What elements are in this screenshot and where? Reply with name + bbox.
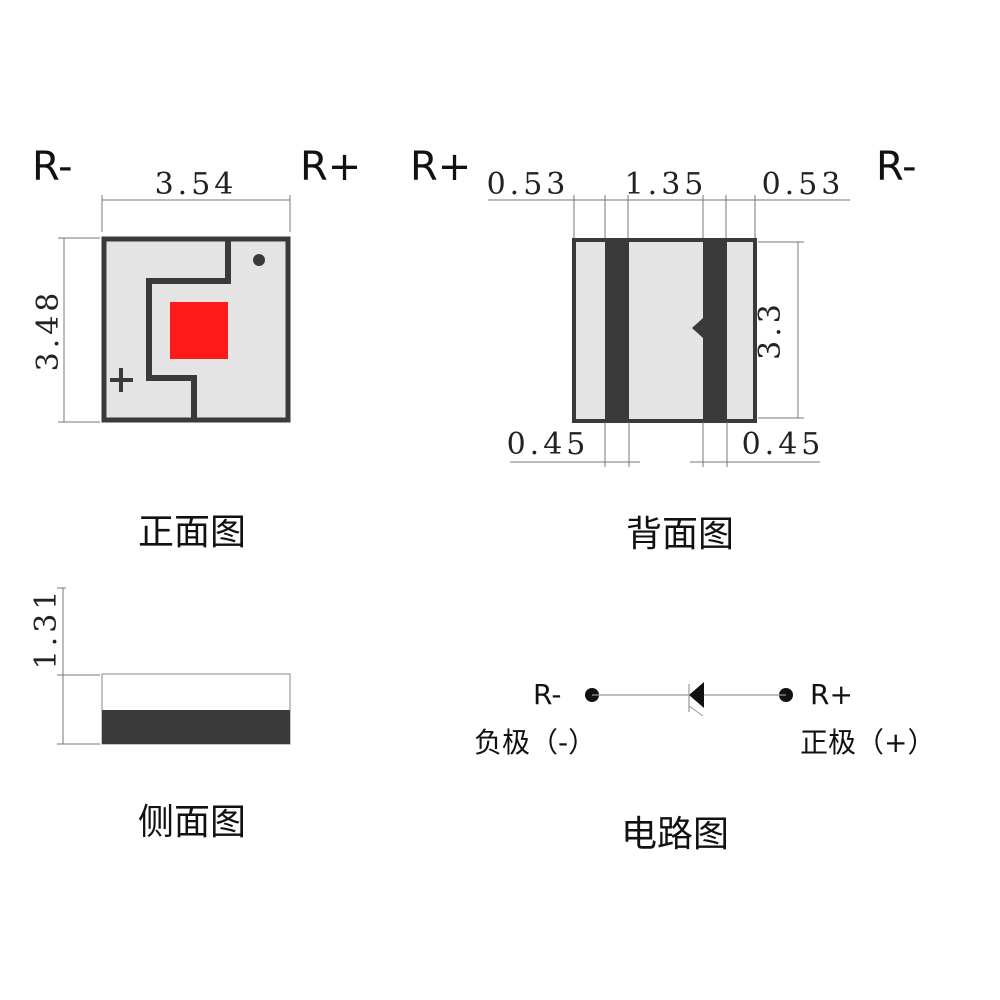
front-view: R- R+ 3.54 3.48 正面图 xyxy=(31,144,361,553)
polarity-dot-icon xyxy=(253,254,265,266)
back-dim-bottom-right-text: 0.45 xyxy=(742,427,825,462)
diode-symbol-icon xyxy=(688,682,704,717)
front-height-dim-text: 3.48 xyxy=(31,289,66,372)
side-view-caption: 侧面图 xyxy=(138,802,246,843)
back-dim-top-right-text: 0.53 xyxy=(762,167,845,202)
circuit-caption: 电路图 xyxy=(621,814,729,855)
side-height-dim-text: 1.31 xyxy=(29,587,64,670)
back-left-pad xyxy=(605,240,629,421)
circuit-left-polarity-label: 负极（-） xyxy=(474,726,596,759)
back-dim-bottom-left-text: 0.45 xyxy=(507,427,590,462)
plus-mark-icon xyxy=(110,368,133,392)
side-substrate-layer xyxy=(102,710,290,744)
back-right-terminal-label: R- xyxy=(876,144,917,190)
circuit-right-terminal-label: R+ xyxy=(810,678,853,711)
back-view: R+ R- 0.53 1.35 0.53 3.3 0.45 0.45 背面图 xyxy=(410,144,917,555)
front-view-caption: 正面图 xyxy=(138,512,246,553)
circuit-left-terminal-label: R- xyxy=(533,678,561,711)
side-view: 1.31 侧面图 xyxy=(29,587,291,843)
front-width-dim-text: 3.54 xyxy=(155,167,238,202)
back-left-terminal-label: R+ xyxy=(410,144,471,190)
back-dim-right-text: 3.3 xyxy=(753,300,788,360)
back-view-caption: 背面图 xyxy=(626,514,734,555)
back-right-pad xyxy=(692,240,727,421)
front-right-terminal-label: R+ xyxy=(300,144,361,190)
front-internal-trace xyxy=(146,239,231,420)
circuit-right-polarity-label: 正极（+） xyxy=(800,726,935,759)
back-dim-top-left-text: 0.53 xyxy=(487,167,570,202)
circuit-diagram: R- R+ 负极（-） 正极（+） 电路图 xyxy=(474,678,935,855)
back-package-body xyxy=(572,238,757,423)
front-left-terminal-label: R- xyxy=(32,144,73,190)
back-dim-top-mid-text: 1.35 xyxy=(625,167,708,202)
led-chip xyxy=(170,302,228,359)
